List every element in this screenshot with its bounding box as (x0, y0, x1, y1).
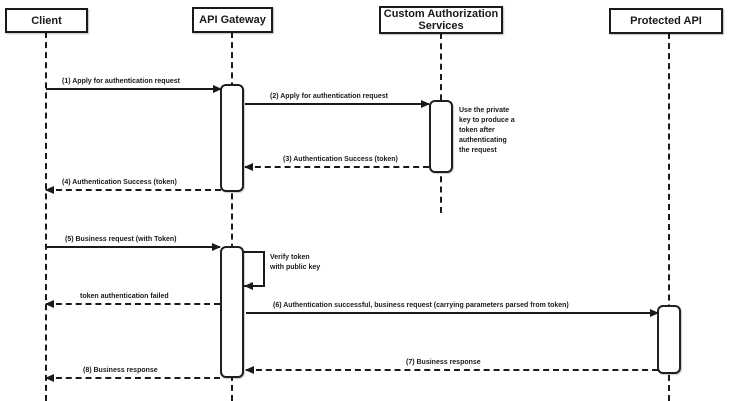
lifeline-client (45, 32, 47, 401)
actor-client: Client (5, 8, 88, 33)
message-7: (7) Business response (245, 357, 658, 374)
message-6-label: (6) Authentication successful, business … (273, 302, 569, 309)
message-3: (3) Authentication Success (token) (244, 154, 429, 171)
message-2: (2) Apply for authentication request (245, 91, 430, 108)
lifeline-protected-api (668, 33, 670, 401)
message-1-arrowhead-icon (213, 85, 222, 93)
message-1: (1) Apply for authentication request (46, 76, 222, 93)
message-8: (8) Business response (45, 365, 220, 382)
message-5: (5) Business request (with Token) (46, 234, 221, 251)
activation-protected-api (657, 305, 681, 374)
activation-custom-authorization-services (429, 100, 453, 173)
message-token-auth-failed-label: token authentication failed (80, 293, 169, 300)
message-5-arrowhead-icon (212, 243, 221, 251)
activation-api-gateway-business (220, 246, 244, 378)
message-8-arrowhead-icon (45, 374, 54, 382)
message-1-label: (1) Apply for authentication request (62, 78, 180, 85)
actor-custom-authorization-services: Custom Authorization Services (379, 6, 503, 34)
note-private-key: Use the private key to produce a token a… (459, 107, 515, 154)
message-3-arrowhead-icon (244, 163, 253, 171)
actor-api-gateway: API Gateway (192, 7, 273, 33)
message-6: (6) Authentication successful, business … (246, 300, 659, 317)
message-token-auth-failed: token authentication failed (45, 291, 220, 308)
self-message-verify-token-loop (244, 251, 265, 290)
message-6-arrowhead-icon (650, 309, 659, 317)
message-5-label: (5) Business request (with Token) (65, 236, 177, 243)
message-7-label: (7) Business response (406, 359, 481, 366)
message-4-arrowhead-icon (45, 186, 54, 194)
self-message-arrowhead-icon (244, 282, 253, 290)
message-7-arrowhead-icon (245, 366, 254, 374)
lifeline-api-gateway (231, 32, 233, 401)
self-message-verify-token-label: Verify token with public key (270, 254, 321, 271)
message-8-label: (8) Business response (83, 367, 158, 374)
message-4-label: (4) Authentication Success (token) (62, 179, 177, 186)
actor-protected-api: Protected API (609, 8, 723, 34)
message-token-auth-failed-arrowhead-icon (45, 300, 54, 308)
message-2-label: (2) Apply for authentication request (270, 93, 388, 100)
message-4: (4) Authentication Success (token) (45, 177, 221, 194)
message-2-arrowhead-icon (421, 100, 430, 108)
message-3-label: (3) Authentication Success (token) (283, 156, 398, 163)
activation-api-gateway-auth (220, 84, 244, 192)
